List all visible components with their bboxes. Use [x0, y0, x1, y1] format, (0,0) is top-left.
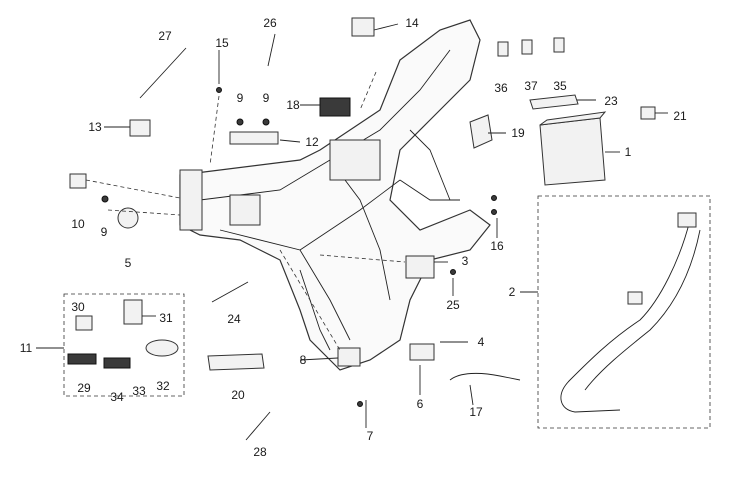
callout-17: 17 [469, 405, 483, 419]
leader-lines [36, 23, 668, 428]
callout-8: 8 [299, 353, 307, 367]
align-10 [85, 179, 181, 199]
rod-27 [139, 47, 187, 99]
callout-23: 23 [604, 94, 618, 108]
callout-21: 21 [673, 109, 687, 123]
fuse-37-part [521, 39, 533, 55]
connector-13-part [129, 119, 151, 137]
callout-4: 4 [477, 335, 485, 349]
battery-strap-part [529, 94, 579, 110]
callout-15: 15 [215, 36, 229, 50]
callout-19: 19 [511, 126, 525, 140]
sensor-8-part [337, 347, 361, 367]
screw-16a [491, 195, 497, 201]
callout-29: 29 [77, 381, 91, 395]
screw-15 [216, 87, 222, 93]
callout-37: 37 [524, 79, 538, 93]
callout-12: 12 [305, 135, 319, 149]
callout-6: 6 [416, 397, 424, 411]
callout-10: 10 [71, 217, 85, 231]
screw-9b [262, 118, 270, 126]
relay-21-part [640, 106, 656, 120]
align-5 [107, 209, 181, 216]
callout-24: 24 [227, 312, 241, 326]
callout-20: 20 [231, 388, 245, 402]
main-frame [179, 19, 491, 371]
part-34 [103, 357, 131, 369]
screw-25 [450, 269, 456, 275]
align-15 [209, 95, 220, 166]
screw-9c [101, 195, 109, 203]
callout-11: 11 [19, 341, 33, 355]
battery-part [539, 111, 607, 186]
relay-10-part [69, 173, 87, 189]
fuse-35-part [553, 37, 565, 53]
callout-30: 30 [71, 300, 85, 314]
callout-28: 28 [253, 445, 267, 459]
relay-part [351, 17, 375, 37]
callout-16: 16 [490, 239, 504, 253]
callout-7: 7 [366, 429, 374, 443]
callout-32: 32 [156, 379, 170, 393]
callout-3: 3 [461, 254, 469, 268]
callout-33: 33 [132, 384, 146, 398]
callout-13: 13 [88, 120, 102, 134]
callout-9b: 9 [262, 91, 270, 105]
callout-25: 25 [446, 298, 460, 312]
callout-18: 18 [286, 98, 300, 112]
callout-14: 14 [405, 16, 419, 30]
align-3 [319, 254, 406, 263]
part-31 [123, 299, 143, 325]
callout-2: 2 [508, 285, 516, 299]
part-30 [75, 315, 93, 331]
screw-9a [236, 118, 244, 126]
cable-17-part [449, 372, 521, 381]
callout-1: 1 [624, 145, 632, 159]
callout-26: 26 [263, 16, 277, 30]
rod-24 [211, 281, 249, 303]
callout-9a: 9 [236, 91, 244, 105]
sensor-6-part [409, 343, 435, 361]
callout-36: 36 [494, 81, 508, 95]
ecu-3-part [405, 255, 435, 279]
sensor-group-box [63, 293, 185, 397]
fuse-36-part [497, 41, 509, 57]
rod-28 [245, 411, 271, 441]
horn-part [117, 207, 139, 229]
callout-5: 5 [124, 256, 132, 270]
callout-34: 34 [110, 390, 124, 404]
align-18 [359, 71, 377, 111]
align-8 [279, 249, 341, 351]
wiring-harness-part [537, 195, 711, 429]
callout-31: 31 [159, 311, 173, 325]
callout-35: 35 [553, 79, 567, 93]
screw-16b [491, 209, 497, 215]
bracket-12-part [229, 131, 279, 145]
part-29 [67, 353, 97, 365]
part-32 [145, 339, 179, 357]
bracket-19-part [469, 114, 493, 149]
rod-26 [267, 33, 276, 67]
fuse-box-part [319, 97, 351, 117]
callout-27: 27 [158, 29, 172, 43]
callout-9c: 9 [100, 225, 108, 239]
screw-7 [357, 401, 363, 407]
cover-20-part [207, 353, 265, 371]
